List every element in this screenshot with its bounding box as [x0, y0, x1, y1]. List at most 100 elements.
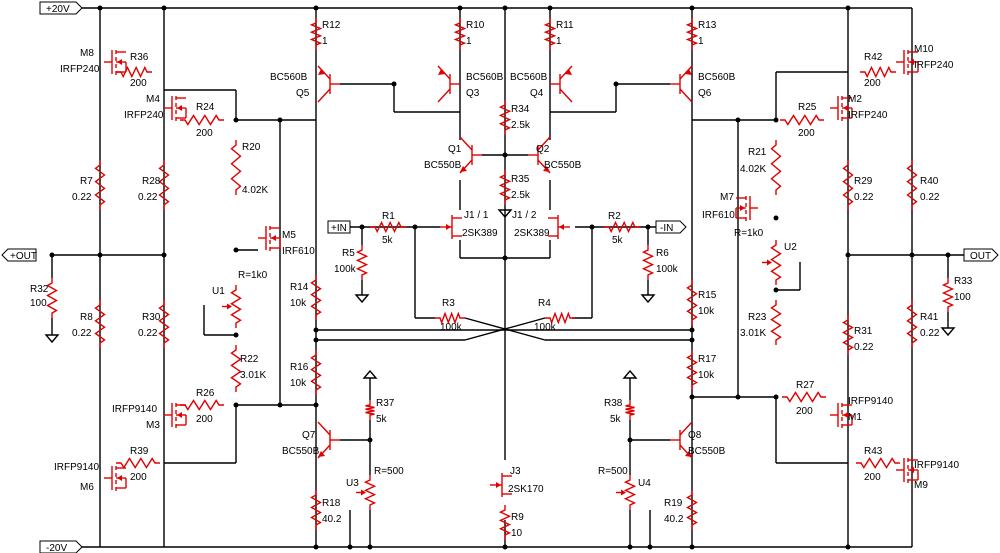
- component-label: R37: [376, 398, 395, 409]
- component-label: 5k: [612, 235, 624, 246]
- component-label: IRFP9140: [914, 460, 959, 471]
- component-label: Q8: [688, 430, 702, 441]
- component-label: R39: [130, 446, 149, 457]
- component-label: 1: [556, 36, 562, 47]
- component-label: M1: [848, 412, 862, 423]
- jfet-j11: J1 / 1 2SK389: [440, 210, 498, 239]
- component-label: IRFP240: [124, 110, 164, 121]
- in-neg-port: [655, 220, 687, 234]
- resistor-symbol: [180, 114, 224, 126]
- component-label: R21: [748, 147, 767, 158]
- component-label: R1: [382, 211, 395, 222]
- resistor-symbol: [498, 505, 512, 540]
- component-label: IRF610: [282, 246, 315, 257]
- in-pos-label: +IN: [331, 223, 347, 234]
- component-label: R41: [920, 312, 939, 323]
- component-label: IRFP9140: [54, 462, 99, 473]
- component-label: 2.5k: [511, 190, 531, 201]
- resistor-symbol: [158, 160, 170, 210]
- component-label: R9: [511, 512, 524, 523]
- component-label: BC550B: [424, 160, 462, 171]
- component-label: R=500: [598, 466, 628, 477]
- component-label: R22: [240, 354, 259, 365]
- resistor-symbol: [310, 490, 322, 530]
- component-label: R8: [80, 312, 93, 323]
- resistor-symbol: [94, 300, 106, 348]
- component-label: 40.2: [664, 514, 684, 525]
- component-label: R31: [854, 326, 873, 337]
- component-label: R27: [796, 380, 815, 391]
- component-label: 10k: [698, 370, 715, 381]
- component-label: 0.22: [72, 328, 92, 339]
- component-label: Q1: [448, 144, 462, 155]
- component-label: R=1k0: [238, 270, 268, 281]
- component-label: 10: [511, 528, 523, 539]
- component-label: BC560B: [510, 72, 548, 83]
- out-right-port: [963, 248, 999, 262]
- resistor-symbol: [370, 220, 406, 234]
- component-label: Q7: [302, 430, 316, 441]
- component-label: R=500: [374, 466, 404, 477]
- component-label: R43: [864, 446, 883, 457]
- component-label: U2: [784, 242, 797, 253]
- component-label: R4: [538, 298, 551, 309]
- resistor-symbol: [498, 170, 512, 205]
- component-label: J1 / 1: [464, 210, 489, 221]
- component-label: M9: [914, 480, 928, 491]
- component-label: U4: [638, 478, 651, 489]
- junctions: [49, 5, 951, 550]
- resistor-symbol: [230, 140, 242, 195]
- component-label: R28: [142, 176, 161, 187]
- resistor-symbol: [604, 220, 640, 234]
- component-label: 200: [864, 78, 881, 89]
- component-label: R19: [664, 498, 683, 509]
- potentiometer-u4: U4 R=500: [598, 466, 651, 510]
- component-label: R24: [196, 102, 215, 113]
- resistor-r28: R28 0.22: [138, 160, 170, 210]
- component-label: R15: [698, 290, 717, 301]
- component-label: 200: [798, 128, 815, 139]
- component-label: 2SK389: [462, 228, 498, 239]
- potentiometer-u1: U1R=1k0: [212, 270, 268, 328]
- component-label: M6: [80, 482, 94, 493]
- resistor-symbol: [842, 315, 854, 355]
- pos-rail-port: [39, 1, 83, 15]
- component-label: M7: [720, 192, 734, 203]
- component-label: 0.22: [72, 192, 92, 203]
- component-label: 1: [466, 36, 472, 47]
- out-left-label: +OUT: [10, 251, 37, 262]
- component-label: R7: [80, 176, 93, 187]
- component-label: R42: [864, 52, 883, 63]
- component-label: IRFP240: [848, 110, 888, 121]
- component-label: IRFP240: [60, 64, 100, 75]
- component-label: M10: [914, 44, 934, 55]
- component-label: 10k: [290, 298, 307, 309]
- component-label: 100k: [656, 264, 679, 275]
- component-label: 0.22: [138, 192, 158, 203]
- resistor-r8: R8 0.22: [72, 300, 106, 348]
- component-label: 100: [954, 292, 971, 303]
- resistor-symbol: [641, 245, 655, 280]
- mosfet-m9: M9 IRFP9140: [896, 458, 959, 491]
- resistor-symbol: [310, 275, 322, 320]
- out-left-port: [1, 248, 37, 262]
- resistor-symbol: [780, 114, 824, 126]
- resistor-symbol: [685, 18, 699, 50]
- component-label: 5k: [376, 414, 388, 425]
